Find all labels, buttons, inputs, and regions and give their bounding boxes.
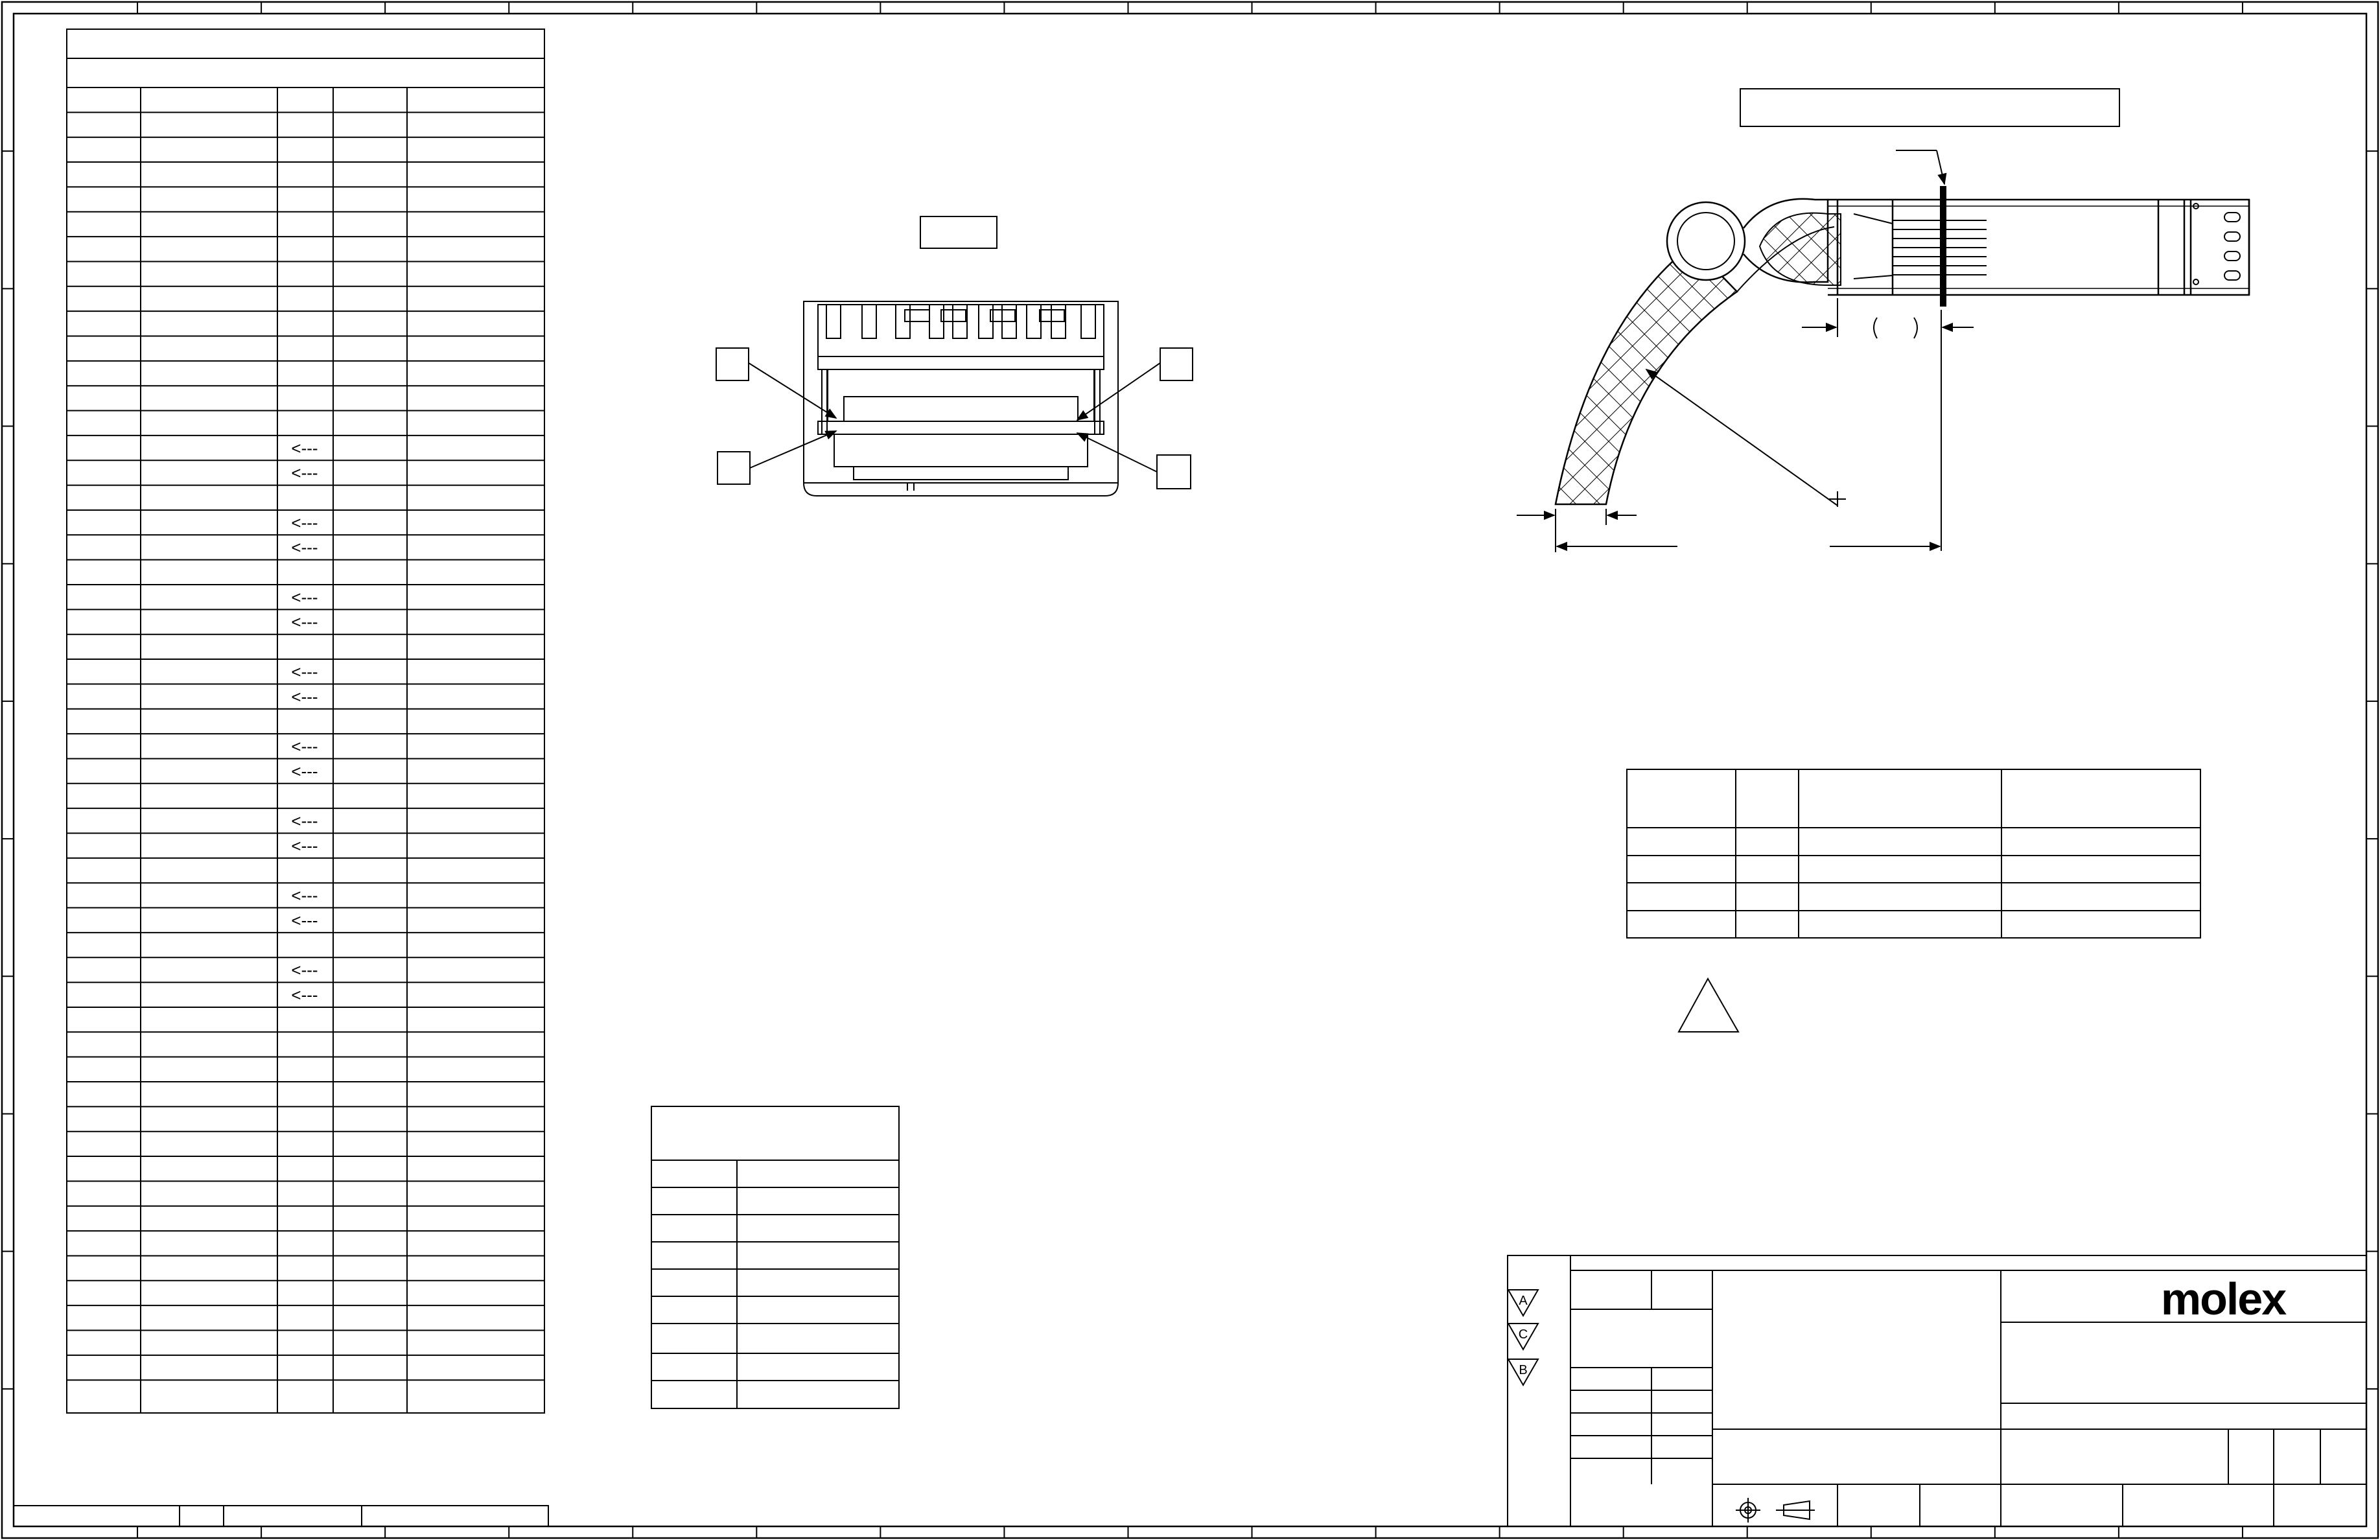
pinout-arrow-marker: <--- — [291, 811, 318, 831]
material-table — [651, 1106, 900, 1409]
pinout-arrow-marker: <--- — [291, 736, 318, 756]
pinout-arrow-markers: <--- <--- <--- <--- <--- <--- <--- <--- <--- <---… — [291, 438, 318, 1005]
latch-slot — [2224, 270, 2241, 281]
pinout-arrow-marker: <--- — [291, 836, 318, 856]
latch-slot — [2224, 231, 2241, 242]
pinout-arrow-marker: <--- — [291, 762, 318, 781]
cable-bend — [1554, 244, 1738, 506]
cable-assembly-view — [1517, 88, 2250, 552]
marker-band — [1940, 186, 1946, 307]
material-table-frame — [651, 1106, 900, 1409]
cable-entry — [1758, 212, 1841, 286]
bottom-left-strip — [13, 1505, 549, 1527]
taper-symbol-icon — [1776, 1500, 1815, 1521]
dimension-lines — [1517, 298, 1974, 552]
pinout-arrow-marker: <--- — [291, 538, 318, 557]
revision-triangle — [1677, 977, 1740, 1032]
svg-text:A: A — [1519, 1294, 1528, 1308]
pinout-table-frame — [66, 29, 545, 1414]
pinout-arrow-marker: <--- — [291, 911, 318, 930]
revision-flags: A C B — [1507, 1289, 1539, 1387]
pinout-arrow-marker: <--- — [291, 687, 318, 706]
front-latch-fingers — [826, 304, 1096, 339]
contact-lines — [1853, 213, 1987, 279]
pinout-table: <--- <--- <--- <--- <--- <--- <--- <--- <--- <---… — [66, 29, 545, 1414]
revision-flag-icon: B — [1507, 1359, 1539, 1387]
pinout-arrow-marker: <--- — [291, 513, 318, 532]
latch-window — [904, 309, 930, 322]
latch-slot — [2224, 212, 2241, 222]
latch-finger — [1080, 304, 1096, 339]
cable-view-title-box — [1740, 88, 2120, 127]
pull-tab-ring — [1666, 201, 1746, 281]
callout-box-bottom-left — [717, 451, 751, 485]
revision-flag-icon: A — [1507, 1289, 1539, 1318]
brand-logo: molex — [2161, 1274, 2287, 1324]
latch-slot — [2224, 251, 2241, 261]
pinout-arrow-marker: <--- — [291, 961, 318, 980]
latch-finger — [1026, 304, 1042, 339]
pinout-arrow-marker: <--- — [291, 463, 318, 483]
pinout-arrow-marker: <--- — [291, 662, 318, 681]
latch-window — [940, 309, 966, 322]
pinout-arrow-marker: <--- — [291, 985, 318, 1005]
dimension-table — [1626, 769, 2201, 939]
latch-window — [1039, 309, 1065, 322]
callout-box-bottom-right — [1156, 454, 1191, 489]
svg-text:C: C — [1519, 1327, 1528, 1342]
projection-symbol-icon — [1736, 1498, 1760, 1522]
callout-box-top-left — [716, 347, 749, 381]
dimension-table-frame — [1626, 769, 2201, 939]
pinout-arrow-marker: <--- — [291, 612, 318, 632]
svg-text:B: B — [1519, 1363, 1527, 1377]
latch-finger — [826, 304, 841, 339]
latch-finger — [861, 304, 877, 339]
connector-body — [1828, 198, 2250, 296]
contact-line — [1853, 213, 1893, 224]
pinout-arrow-marker: <--- — [291, 886, 318, 905]
title-block — [1507, 1255, 2367, 1527]
pinout-table-grid — [66, 29, 545, 1414]
contact-line — [1853, 275, 1893, 279]
connector-front-view — [716, 216, 1193, 496]
latch-slot — [2193, 203, 2199, 209]
latch-slot — [2193, 279, 2199, 285]
front-view-title-box — [920, 216, 998, 249]
latch-slots — [2193, 203, 2241, 285]
callout-box-top-right — [1160, 347, 1193, 381]
revision-flag-icon: C — [1507, 1323, 1539, 1351]
pinout-arrow-marker: <--- — [291, 438, 318, 458]
latch-window — [990, 309, 1016, 322]
pinout-arrow-marker: <--- — [291, 587, 318, 607]
